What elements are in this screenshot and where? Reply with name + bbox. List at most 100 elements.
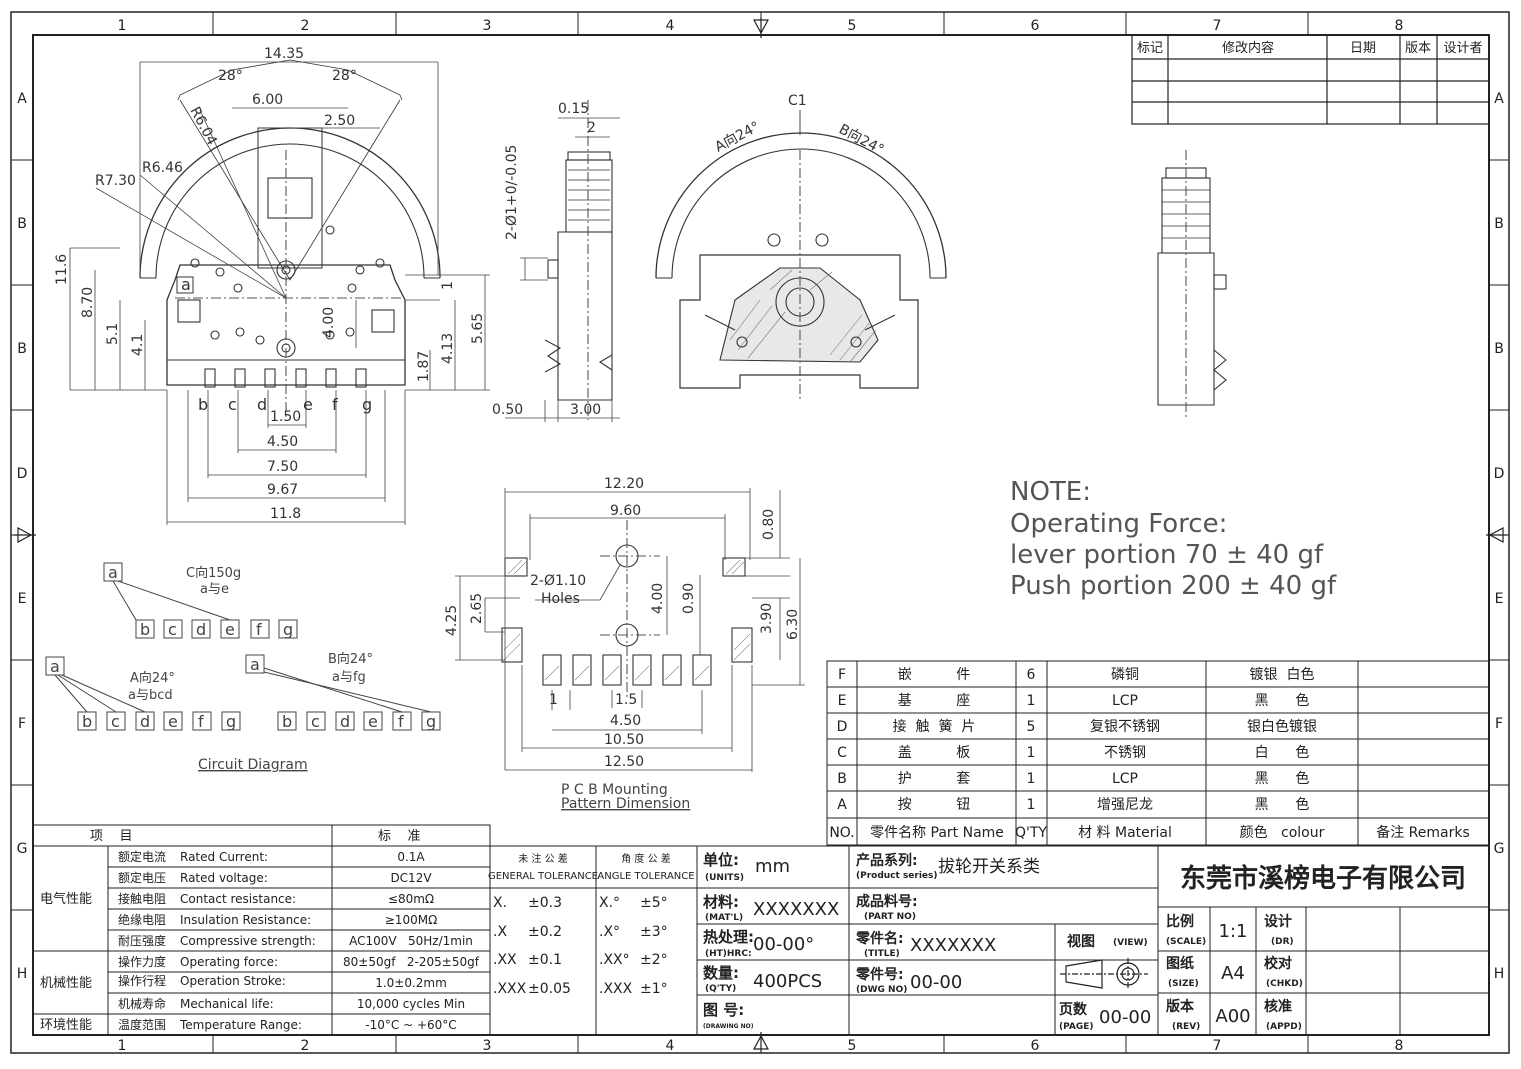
tb-ht-cn: 热处理: <box>703 928 754 946</box>
col-label-bot-1: 1 <box>118 1038 127 1054</box>
bom-row-1-material: 磷铜 <box>1111 667 1139 683</box>
tb-page-en: (PAGE) <box>1059 1022 1094 1032</box>
col-label-top-8: 8 <box>1395 18 1404 34</box>
row-label-left-E: E <box>18 591 27 607</box>
tol-row-1-gv: ±0.3 <box>528 895 562 911</box>
row-label-left-F: F <box>18 716 26 732</box>
front-view-holes <box>190 225 385 345</box>
col-label-bot-2: 2 <box>301 1038 310 1054</box>
bom-row-4-qty: 1 <box>1027 745 1036 761</box>
tb-dr-en: (DR) <box>1271 937 1294 947</box>
spec-row-4-val: ≥100MΩ <box>385 913 437 927</box>
bom-row-4-color: 白 色 <box>1255 744 1310 761</box>
bom-row-6-material: 增强尼龙 <box>1097 797 1153 813</box>
rev-header-designer: 设计者 <box>1443 41 1482 56</box>
col-label-top-5: 5 <box>848 18 857 34</box>
circuit-c-pin-g: g <box>283 620 293 639</box>
bom-row-1-no: F <box>838 667 846 683</box>
bom-row-6-color: 黑 色 <box>1255 796 1310 813</box>
side-dim-2: 2 <box>587 120 596 136</box>
dim-4-00: 4.00 <box>321 307 337 338</box>
tol-row-4-g: .XXX <box>493 981 527 997</box>
spec-row-4-en: Insulation Resistance: <box>180 913 311 927</box>
circuit-caption: Circuit Diagram <box>198 757 308 773</box>
top-view-hatch <box>729 269 877 363</box>
tb-series-val: 拔轮开关系类 <box>938 857 1040 877</box>
tb-title-cn: 零件名: <box>855 930 904 947</box>
tb-dwg-cn: 图 号: <box>703 1001 744 1019</box>
circuit-b-pin-e: e <box>368 712 378 731</box>
spec-row-9-val: -10°C ~ +60°C <box>365 1018 456 1032</box>
dim-6-00: 6.00 <box>252 92 283 108</box>
circuit-a-pin-c: c <box>111 712 120 731</box>
front-pin-b: b <box>198 395 208 414</box>
tb-qty-cn: 数量: <box>703 964 739 982</box>
side-view <box>505 100 620 422</box>
col-label-top-2: 2 <box>301 18 310 34</box>
pcb-dim-2-65: 2.65 <box>469 593 485 624</box>
bom-row-1-color: 镀银 白色 <box>1250 666 1315 683</box>
tb-partno-en: (PART NO) <box>864 912 916 922</box>
circuit-b-pin-b: b <box>282 712 292 731</box>
tb-series-en: (Product series) <box>856 871 938 881</box>
circuit-a-label: A向24° <box>130 670 175 686</box>
tb-appd-cn: 核准 <box>1264 998 1292 1015</box>
spec-row-7-en: Operation Stroke: <box>180 974 286 988</box>
pcb-caption-line-1: P C B Mounting <box>561 782 668 798</box>
dim-r6-46: R6.46 <box>142 160 183 176</box>
front-pin-g: g <box>362 395 372 414</box>
bom-row-4-no: C <box>837 745 847 761</box>
circuit-diagram: a b c d e f g a b c d e f g a b c d e f … <box>45 562 441 773</box>
projection-symbol-icon <box>1060 958 1148 990</box>
spec-row-5-cn: 耐压强度 <box>118 933 166 948</box>
pcb-dim-1-5: 1.5 <box>615 692 637 708</box>
pcb-dim-4-50: 4.50 <box>610 713 641 729</box>
right-side-view <box>1157 150 1227 420</box>
title-block: 单位: (UNITS) mm 材料: (MAT'L) XXXXXXX 热处理: … <box>696 845 1490 1036</box>
circuit-b-pin-g: g <box>426 712 436 731</box>
dim-r6-04: R6.04 <box>186 104 219 148</box>
spec-row-3-val: ≤80mΩ <box>388 892 434 906</box>
pcb-dim-12-20: 12.20 <box>604 476 644 492</box>
circuit-c-sub: a与e <box>200 582 229 597</box>
row-label-right-D: D <box>1494 466 1505 482</box>
dim-14-35: 14.35 <box>264 46 304 62</box>
circuit-a-pin-a: a <box>50 657 60 676</box>
tol-row-4-a: .XXX <box>599 981 633 997</box>
side-view-dims: 0.15 2 2-Ø1+0/-0.05 0.50 3.00 <box>492 101 601 418</box>
spec-row-6-val: 80±50gf 2-205±50gf <box>343 955 480 969</box>
bom-row-3-qty: 5 <box>1027 719 1036 735</box>
tol-row-2-gv: ±0.2 <box>528 924 562 940</box>
tb-mat-cn: 材料: <box>703 893 739 911</box>
bom-row-2-name: 基 座 <box>898 692 971 709</box>
col-label-bot-8: 8 <box>1395 1038 1404 1054</box>
front-pin-c: c <box>228 395 237 414</box>
spec-row-6-en: Operating force: <box>180 955 278 969</box>
tol-row-4-av: ±1° <box>640 981 668 997</box>
spec-row-9-en: Temperature Range: <box>179 1018 302 1032</box>
tb-title-en: (TITLE) <box>864 949 900 959</box>
tol-row-3-gv: ±0.1 <box>528 952 562 968</box>
circuit-a-pin-g: g <box>226 712 236 731</box>
tb-size-en: (SIZE) <box>1168 979 1199 989</box>
col-label-bot-7: 7 <box>1213 1038 1222 1054</box>
spec-row-9-cn: 温度范围 <box>118 1017 166 1032</box>
circuit-c-pin-e: e <box>225 620 235 639</box>
bom-row-5-color: 黑 色 <box>1255 770 1310 787</box>
row-label-left-H: H <box>17 966 28 982</box>
dim-4-50: 4.50 <box>267 434 298 450</box>
pcb-dims: 12.20 9.60 0.80 2-Ø1.10 Holes 4.00 0.90 … <box>444 476 801 770</box>
pcb-caption-line-2: Pattern Dimension <box>561 796 690 812</box>
dim-1: 1 <box>440 281 456 290</box>
bom-row-5-material: LCP <box>1112 771 1138 787</box>
side-dim-0-50: 0.50 <box>492 402 523 418</box>
dim-angle-left: 28° <box>218 68 243 84</box>
spec-row-8-cn: 机械寿命 <box>118 996 166 1011</box>
col-label-top-7: 7 <box>1213 18 1222 34</box>
dim-11-6: 11.6 <box>54 254 70 285</box>
bom-row-4-name: 盖 板 <box>898 745 971 761</box>
bom-row-5-no: B <box>837 771 847 787</box>
tb-size-cn: 图纸 <box>1166 955 1194 972</box>
circuit-c-pin-b: b <box>140 620 150 639</box>
bom-header-color: 颜色 colour <box>1240 824 1325 841</box>
